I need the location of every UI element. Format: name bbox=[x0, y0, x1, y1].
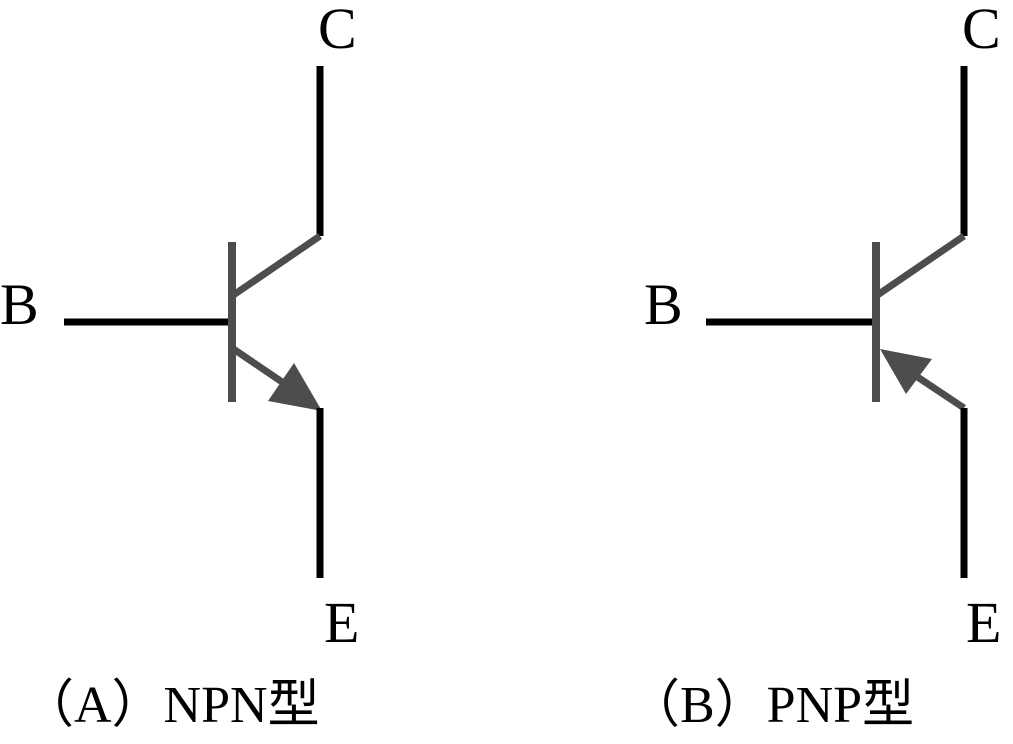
npn-collector-label: C bbox=[318, 0, 357, 61]
pnp-caption: （B）PNP型 bbox=[628, 677, 914, 734]
pnp-emitter-diagonal bbox=[908, 369, 966, 411]
npn-collector-diagonal bbox=[230, 233, 322, 299]
npn-emitter-diagonal bbox=[230, 345, 290, 389]
pnp-base-label: B bbox=[644, 272, 683, 337]
npn-caption: （A）NPN型 bbox=[22, 677, 320, 734]
pnp-emitter-label: E bbox=[966, 590, 1001, 655]
npn-emitter-arrow-icon bbox=[268, 363, 322, 411]
npn-emitter-label: E bbox=[324, 590, 359, 655]
pnp-emitter-arrow-icon bbox=[880, 349, 932, 394]
pnp-symbol: C B E bbox=[644, 0, 1001, 655]
pnp-collector-label: C bbox=[962, 0, 1001, 61]
npn-base-label: B bbox=[0, 272, 39, 337]
npn-symbol: C B E bbox=[0, 0, 359, 655]
pnp-collector-diagonal bbox=[874, 233, 966, 299]
